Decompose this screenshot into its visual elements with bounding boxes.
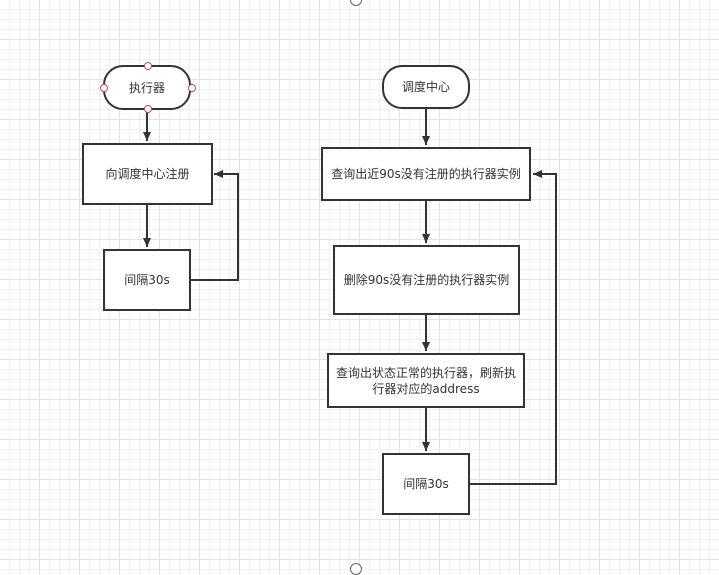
register-process-label: 向调度中心注册 xyxy=(105,167,190,181)
refresh-label-line1: 查询出状态正常的执行器，刷新执 xyxy=(335,365,516,380)
selection-handle-right[interactable] xyxy=(188,84,196,92)
scheduler-start-node[interactable]: 调度中心 xyxy=(382,65,470,109)
right-wait-node[interactable]: 间隔30s xyxy=(382,453,470,515)
delete-node[interactable]: 删除90s没有注册的执行器实例 xyxy=(333,245,520,315)
canvas-resize-handle-bottom[interactable] xyxy=(350,563,362,575)
query-recent-node[interactable]: 查询出近90s没有注册的执行器实例 xyxy=(321,147,531,201)
refresh-node[interactable]: 查询出状态正常的执行器，刷新执 行器对应的address xyxy=(327,353,525,408)
register-process-node[interactable]: 向调度中心注册 xyxy=(82,143,213,205)
query-recent-label: 查询出近90s没有注册的执行器实例 xyxy=(331,167,521,181)
selection-handle-left[interactable] xyxy=(100,84,108,92)
arrow-wait-loop-to-register[interactable] xyxy=(191,170,239,281)
executor-start-node[interactable]: 执行器 xyxy=(103,65,191,110)
left-wait-label: 间隔30s xyxy=(124,273,170,287)
refresh-label-line2: 行器对应的address xyxy=(372,381,480,396)
arrow-wait-loop-to-query[interactable] xyxy=(470,170,557,485)
right-wait-label: 间隔30s xyxy=(403,477,449,491)
selection-handle-bottom[interactable] xyxy=(144,105,152,113)
left-wait-node[interactable]: 间隔30s xyxy=(103,249,191,311)
delete-label: 删除90s没有注册的执行器实例 xyxy=(343,273,510,287)
selection-handle-top[interactable] xyxy=(144,62,152,70)
scheduler-start-label: 调度中心 xyxy=(401,80,450,94)
executor-start-label: 执行器 xyxy=(128,80,165,95)
